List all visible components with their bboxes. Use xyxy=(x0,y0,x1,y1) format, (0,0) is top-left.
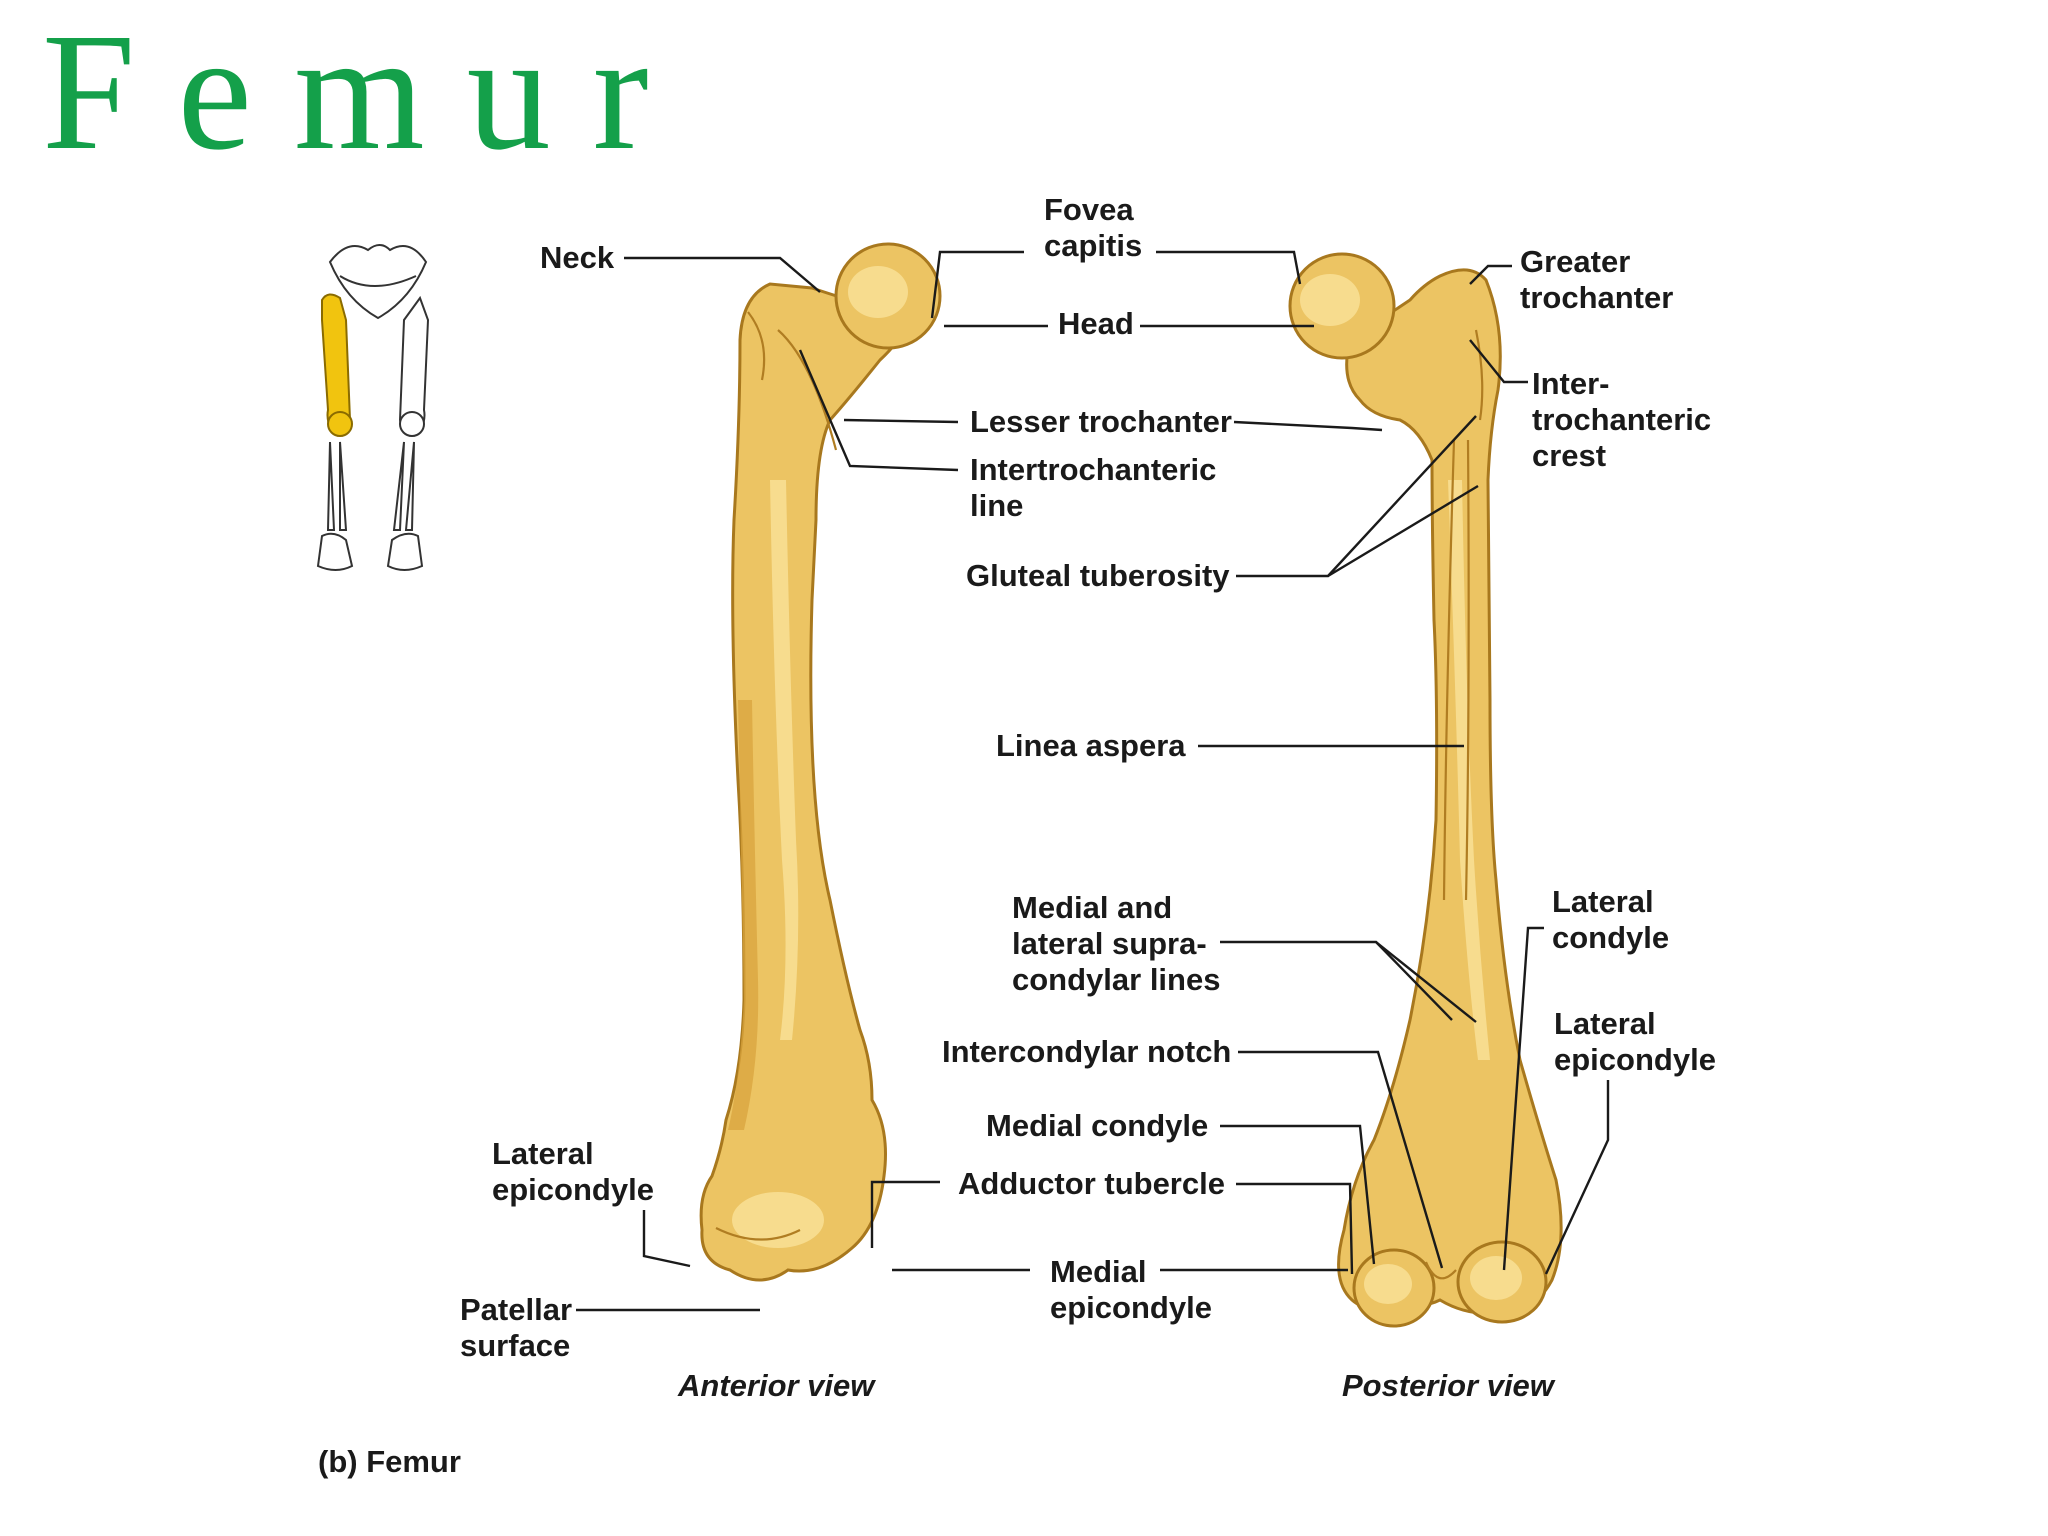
label-lesser-trochanter: Lesser trochanter xyxy=(970,404,1232,439)
label-head: Head xyxy=(1058,306,1134,341)
label-intertrochanteric-crest: Inter- trochanteric crest xyxy=(1532,366,1720,473)
label-intercondylar-notch: Intercondylar notch xyxy=(942,1034,1231,1069)
anterior-femur xyxy=(699,242,942,1282)
label-lateral-condyle: Lateral condyle xyxy=(1552,884,1669,955)
label-fovea-capitis: Fovea capitis xyxy=(1044,192,1142,263)
anterior-view-label: Anterior view xyxy=(677,1368,876,1403)
label-supracondylar-lines: Medial and lateral supra- condylar lines xyxy=(1012,890,1220,997)
posterior-femur xyxy=(1288,252,1563,1328)
posterior-view-label: Posterior view xyxy=(1342,1368,1556,1403)
figure-caption: (b) Femur xyxy=(318,1444,461,1479)
label-adductor-tubercle: Adductor tubercle xyxy=(958,1166,1225,1201)
label-patellar-surface: Patellar surface xyxy=(460,1292,581,1363)
label-lateral-epicondyle-posterior: Lateral epicondyle xyxy=(1554,1006,1716,1077)
leader-lines xyxy=(576,250,1610,1312)
skeleton-lower-limb-icon xyxy=(316,244,430,571)
label-gluteal-tuberosity: Gluteal tuberosity xyxy=(966,558,1230,593)
label-lateral-epicondyle-anterior: Lateral epicondyle xyxy=(492,1136,654,1207)
label-greater-trochanter: Greater trochanter xyxy=(1520,244,1673,315)
label-medial-condyle: Medial condyle xyxy=(986,1108,1208,1143)
label-intertrochanteric-line: Intertrochanteric line xyxy=(970,452,1225,523)
label-neck: Neck xyxy=(540,240,615,275)
label-linea-aspera: Linea aspera xyxy=(996,728,1186,763)
slide-title: Femur xyxy=(42,0,691,185)
label-medial-epicondyle: Medial epicondyle xyxy=(1050,1254,1212,1325)
